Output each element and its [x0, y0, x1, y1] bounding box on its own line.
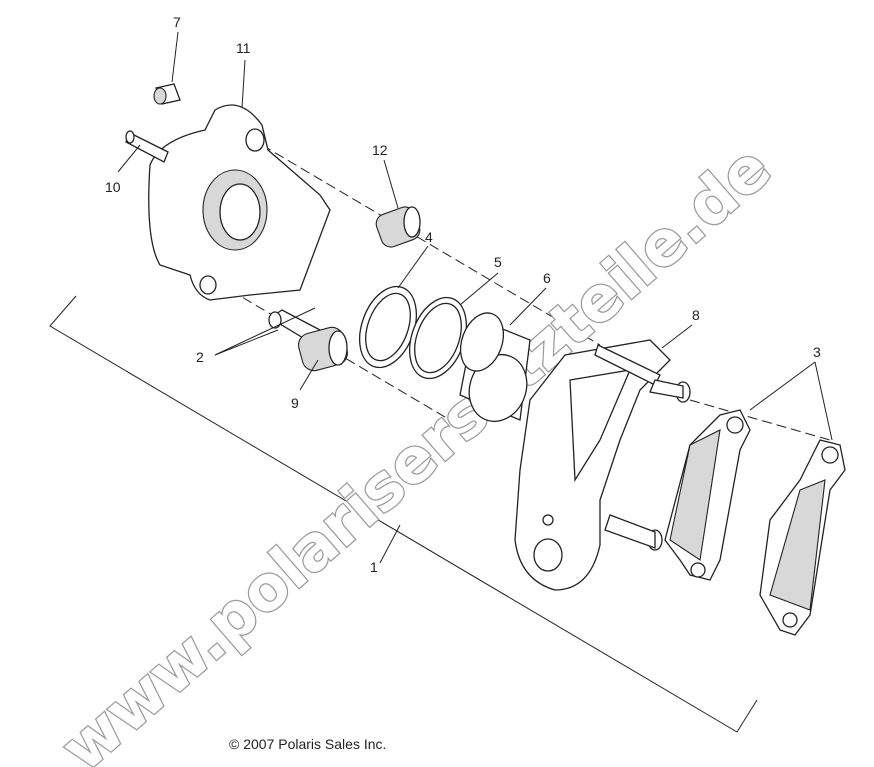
callout-12: 12 [372, 142, 388, 158]
brake-pad-outer [759, 439, 846, 636]
callout-9: 9 [291, 395, 299, 411]
piston-seal [359, 285, 417, 369]
callout-6: 6 [543, 270, 551, 286]
pin-boot-upper [375, 206, 421, 248]
copyright-text: © 2007 Polaris Sales Inc. [229, 736, 387, 752]
assembly-bracket-1 [49, 295, 758, 733]
leader-lines [117, 31, 833, 564]
alignment-line [689, 399, 831, 441]
bleeder-valve [125, 130, 169, 163]
callout-4: 4 [425, 229, 433, 245]
bleeder-cap [153, 83, 181, 105]
pin-boot-lower [298, 326, 348, 372]
callout-5: 5 [494, 254, 502, 270]
piston [459, 312, 531, 423]
callout-1: 1 [370, 559, 378, 575]
brake-pad-inner [664, 409, 751, 581]
callout-3: 3 [813, 344, 821, 360]
caliper-body [148, 104, 331, 301]
alignment-line [261, 144, 601, 346]
callout-10: 10 [105, 179, 121, 195]
callout-8: 8 [692, 307, 700, 323]
callout-7: 7 [173, 14, 181, 30]
callout-2: 2 [196, 349, 204, 365]
callout-11: 11 [236, 40, 251, 56]
caliper-bracket [514, 339, 691, 591]
dust-seal [409, 296, 467, 380]
